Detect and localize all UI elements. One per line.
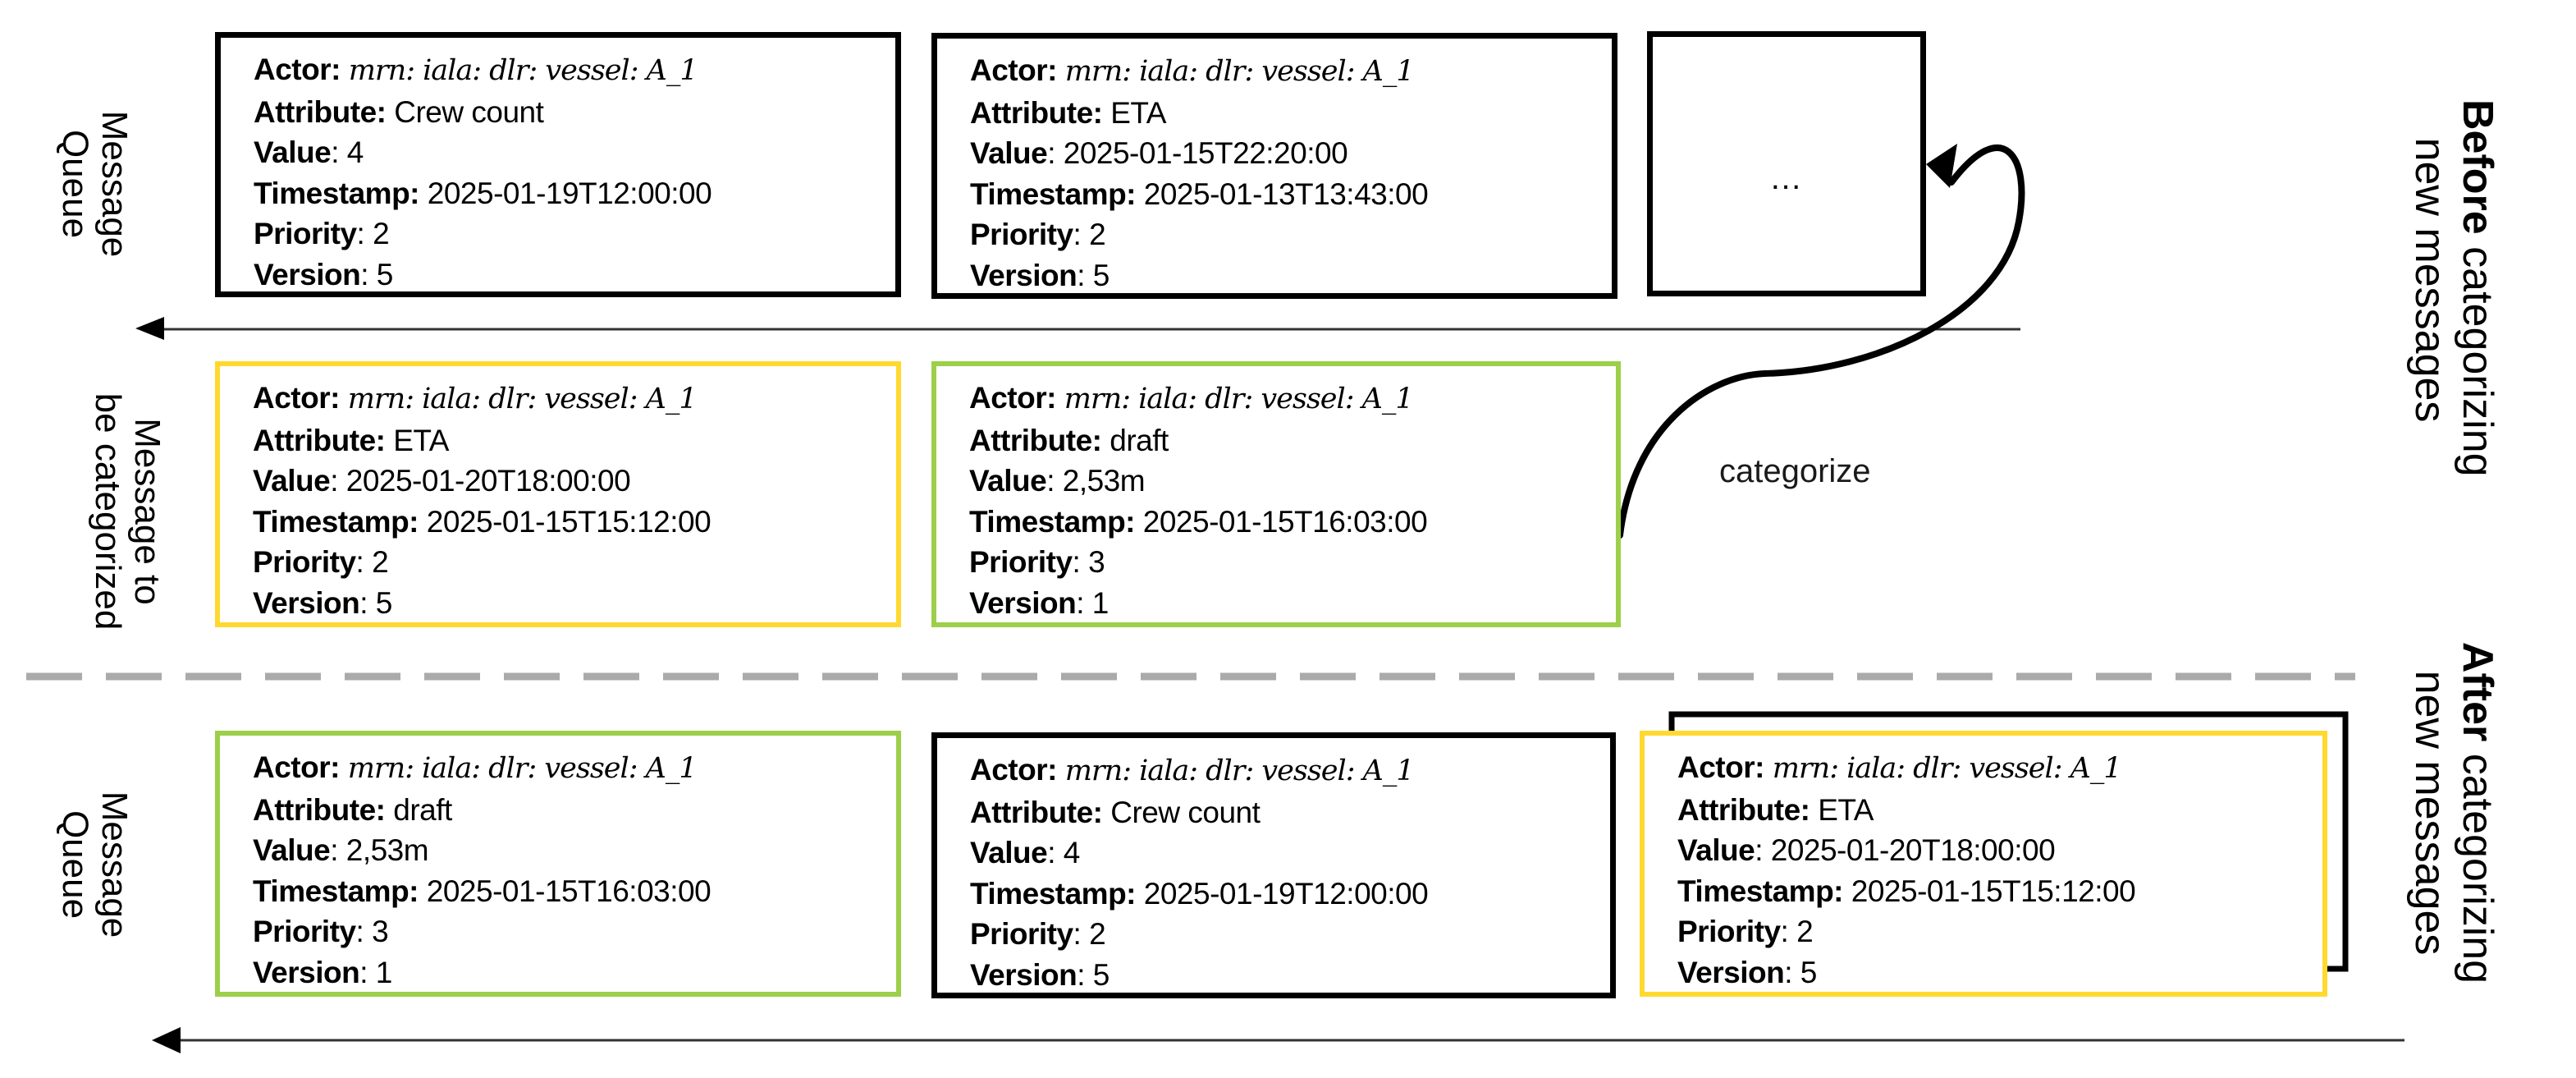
timestamp-row: Timestamp: 2025-01-15T16:03:00 [969,504,1428,539]
before-queue-label: Message Queue [55,110,135,258]
priority-row: Priority: 2 [253,545,389,579]
before-section-label: Before categorizing new messages [2406,99,2501,477]
categorize-arrow-label: categorize [1719,453,1871,489]
actor-row: Actor: mrn: iala: dlr: vessel: A_1 [970,53,1415,88]
ellipsis-icon: … [1769,160,1804,196]
before-queue-more-messages[interactable]: … [1647,31,1926,296]
after-queue-message-1[interactable]: Actor: mrn: iala: dlr: vessel: A_1 Attri… [215,731,901,997]
before-queue-message-1[interactable]: Actor: mrn: iala: dlr: vessel: A_1 Attri… [215,32,901,297]
to-categorize-message-2[interactable]: Actor: mrn: iala: dlr: vessel: A_1 Attri… [931,361,1621,627]
priority-row: Priority: 3 [969,545,1105,579]
attribute-row: Attribute: ETA [253,423,449,457]
version-row: Version: 1 [969,585,1109,620]
timestamp-row: Timestamp: 2025-01-15T15:12:00 [253,504,711,539]
priority-row: Priority: 2 [970,917,1106,951]
actor-row: Actor: mrn: iala: dlr: vessel: A_1 [970,753,1415,787]
after-queue-direction-arrow [152,1027,2404,1053]
timestamp-row: Timestamp: 2025-01-19T12:00:00 [254,176,712,210]
value-row: Value: 4 [254,135,364,169]
value-row: Value: 2025-01-15T22:20:00 [970,136,1348,170]
attribute-row: Attribute: Crew count [254,94,544,129]
attribute-row: Attribute: ETA [970,95,1166,130]
attribute-row: Attribute: ETA [1677,792,1874,827]
after-queue-label: Message Queue [55,791,135,938]
actor-row: Actor: mrn: iala: dlr: vessel: A_1 [1677,750,2122,785]
version-row: Version: 5 [254,257,393,291]
actor-row: Actor: mrn: iala: dlr: vessel: A_1 [253,750,698,785]
version-row: Version: 5 [1677,955,1817,989]
priority-row: Priority: 2 [970,218,1106,251]
value-row: Value: 4 [970,836,1080,869]
before-queue-message-2[interactable]: Actor: mrn: iala: dlr: vessel: A_1 Attri… [931,33,1617,299]
attribute-row: Attribute: Crew count [970,795,1261,829]
actor-row: Actor: mrn: iala: dlr: vessel: A_1 [254,53,698,87]
after-queue-message-2[interactable]: Actor: mrn: iala: dlr: vessel: A_1 Attri… [931,732,1616,998]
priority-row: Priority: 3 [253,915,389,948]
timestamp-row: Timestamp: 2025-01-13T13:43:00 [970,177,1429,211]
value-row: Value: 2025-01-20T18:00:00 [1677,833,2056,867]
value-row: Value: 2,53m [253,833,429,867]
attribute-row: Attribute: draft [253,792,452,827]
version-row: Version: 5 [970,957,1110,992]
priority-row: Priority: 2 [1677,915,1814,948]
value-row: Value: 2025-01-20T18:00:00 [253,464,631,498]
timestamp-row: Timestamp: 2025-01-19T12:00:00 [970,876,1429,911]
version-row: Version: 5 [970,258,1110,292]
actor-row: Actor: mrn: iala: dlr: vessel: A_1 [253,381,698,415]
version-row: Version: 1 [253,955,392,989]
timestamp-row: Timestamp: 2025-01-15T16:03:00 [253,874,711,908]
after-section-label: After categorizing new messages [2406,641,2501,984]
after-queue-message-3[interactable]: Actor: mrn: iala: dlr: vessel: A_1 Attri… [1640,731,2327,997]
before-to-categorize-label: Message to be categorized [88,392,167,631]
version-row: Version: 5 [253,585,392,620]
before-queue-direction-arrow [135,317,2020,340]
to-categorize-message-1[interactable]: Actor: mrn: iala: dlr: vessel: A_1 Attri… [215,361,901,627]
actor-row: Actor: mrn: iala: dlr: vessel: A_1 [969,381,1414,415]
priority-row: Priority: 2 [254,217,390,250]
attribute-row: Attribute: draft [969,423,1169,457]
timestamp-row: Timestamp: 2025-01-15T15:12:00 [1677,874,2136,908]
value-row: Value: 2,53m [969,464,1146,498]
